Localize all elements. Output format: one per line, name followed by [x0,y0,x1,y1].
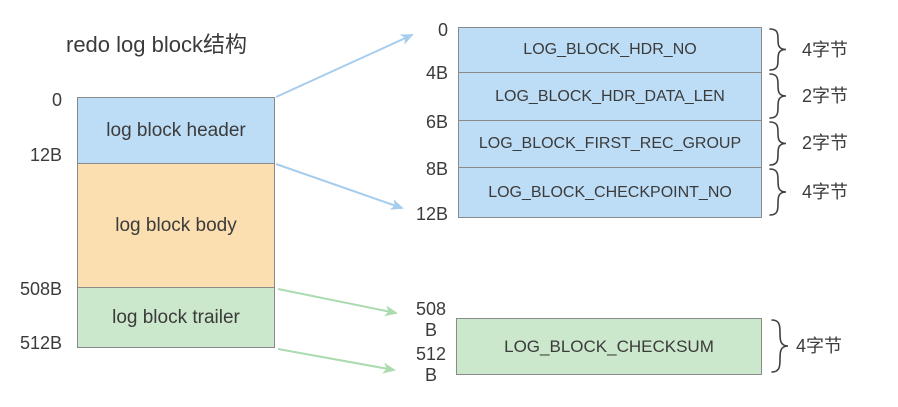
detail-offset-0: 0 [437,20,448,40]
field-checksum-label: LOG_BLOCK_CHECKSUM [504,336,714,356]
offset-label-0: 0 [51,90,62,110]
brace-checkpoint-no-icon [769,168,787,216]
size-label-checkpoint-no: 4字节 [802,182,849,202]
log-block-body-label: log block body [115,214,237,236]
size-label-first-rec-group: 2字节 [802,133,849,153]
brace-hdr-data-len-icon [769,73,787,119]
field-checkpoint-no-label: LOG_BLOCK_CHECKPOINT_NO [488,183,732,201]
arrow-header-bottom-icon [275,163,404,210]
field-hdr-data-len-label: LOG_BLOCK_HDR_DATA_LEN [495,87,725,105]
detail-offset-8b: 8B [425,159,448,179]
size-label-checksum: 4字节 [796,336,843,356]
detail-offset-12b: 12B [415,204,448,224]
field-first-rec-group-label: LOG_BLOCK_FIRST_REC_GROUP [478,135,742,152]
header-field-row: LOG_BLOCK_FIRST_REC_GROUP [458,120,762,168]
trailer-offset-512b: 512 B [415,344,447,385]
detail-offset-6b: 6B [425,112,448,132]
arrow-trailer-top-icon [277,288,398,317]
brace-checksum-icon [771,319,789,373]
field-hdr-no-label: LOG_BLOCK_HDR_NO [523,41,697,58]
log-block-trailer-section: log block trailer [77,287,275,348]
arrow-header-top-icon [275,34,414,98]
diagram-title: redo log block结构 [66,32,247,57]
detail-offset-4b: 4B [425,63,448,83]
offset-label-12b: 12B [29,145,62,165]
size-label-hdr-no: 4字节 [802,40,849,60]
trailer-offset-508b: 508 B [415,299,447,340]
arrow-trailer-bottom-icon [277,348,396,374]
log-block-body-section: log block body [77,163,275,288]
log-block-header-section: log block header [77,97,275,164]
size-label-hdr-data-len: 2字节 [802,86,849,106]
log-block-header-label: log block header [106,119,246,141]
header-field-row: LOG_BLOCK_CHECKPOINT_NO [458,167,762,218]
brace-hdr-no-icon [769,28,787,71]
header-field-row: LOG_BLOCK_HDR_DATA_LEN [458,72,762,121]
log-block-trailer-label: log block trailer [112,306,240,328]
offset-label-512b: 512B [19,333,62,353]
brace-first-rec-group-icon [769,121,787,166]
offset-label-508b: 508B [19,279,62,299]
checksum-row: LOG_BLOCK_CHECKSUM [456,318,762,375]
header-field-row: LOG_BLOCK_HDR_NO [458,27,762,73]
